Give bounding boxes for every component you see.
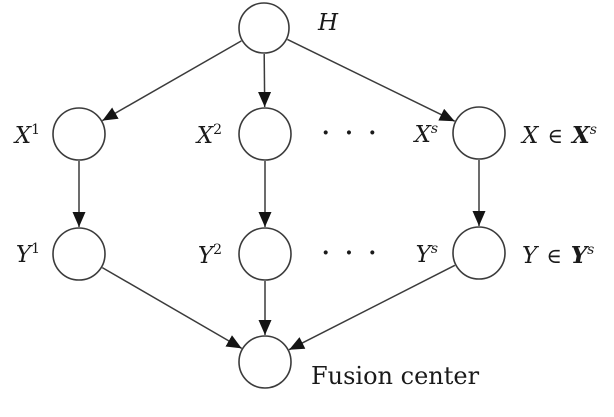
ellipsis-x-row: · · · [322,120,380,146]
label-y2: Y2 [198,242,222,269]
edge-h-x2 [258,53,272,108]
label-x-alphabet: X∈Xs [520,122,597,149]
node-xs [452,106,506,160]
labels-layer: H X1 X2 · · · Xs X∈Xs Y1 Y2 · · · Ys Y∈Y… [13,10,597,390]
edges-layer [72,38,486,351]
label-fusion-center: Fusion center [311,362,480,390]
node-fusion-center [238,335,292,389]
label-y-alphabet: Y∈Ys [522,242,594,269]
edge-y1-fusion [101,266,243,350]
nodes-layer [52,2,506,389]
node-x1 [52,107,106,161]
node-y2 [238,227,292,281]
node-y1 [52,227,106,281]
ellipsis-y-row: · · · [322,240,380,266]
node-ys [452,226,506,280]
label-y1: Y1 [16,241,40,268]
node-hypothesis [238,2,290,54]
edge-ys-fusion [288,264,456,351]
node-x2 [238,107,292,161]
edge-h-xs [287,38,456,122]
label-hypothesis: H [317,10,339,36]
label-xs: Xs [412,121,438,148]
edge-h-x1 [102,40,242,122]
label-ys: Ys [416,241,438,268]
label-x2: X2 [195,122,222,149]
label-x1: X1 [13,122,40,149]
